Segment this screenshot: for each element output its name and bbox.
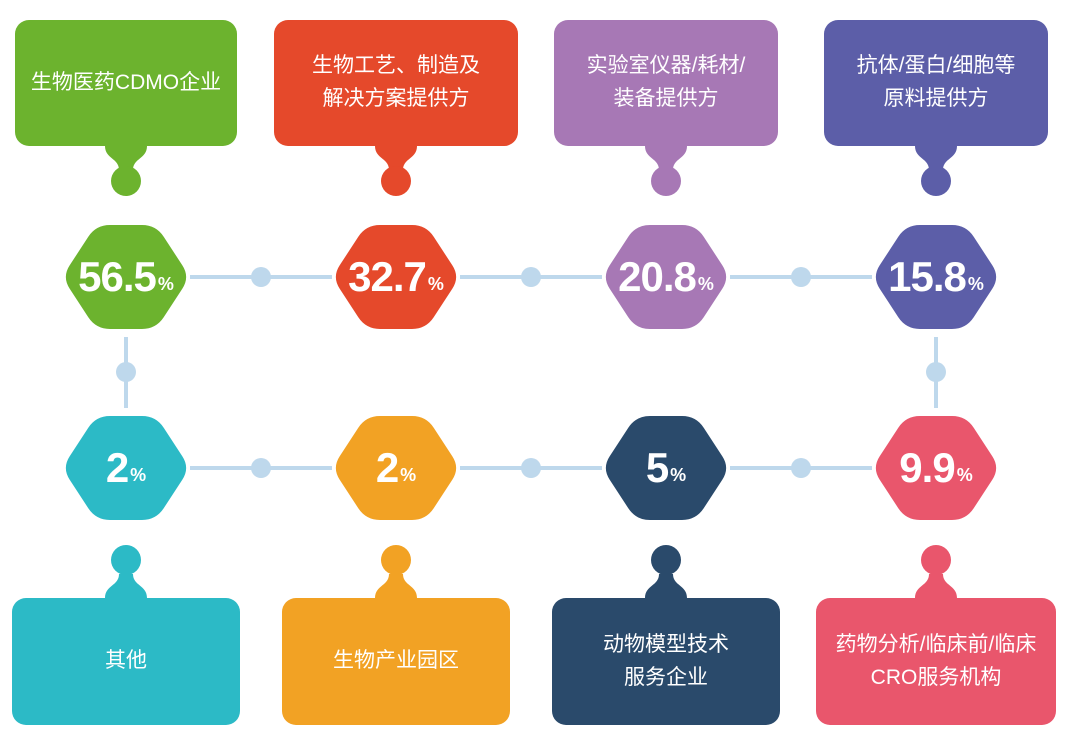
percentage-value: 2 <box>375 444 399 491</box>
connector-dot <box>926 362 946 382</box>
category-label-line: CRO服务机构 <box>870 665 1002 689</box>
connector-dot <box>251 267 271 287</box>
value-hexagon: 2% <box>62 408 190 528</box>
category-bubble-animal-model: 动物模型技术 服务企业 <box>552 598 780 725</box>
percentage-value: 9.9 <box>899 444 955 491</box>
category-label-line: 实验室仪器/耗材/ <box>586 54 746 78</box>
bubble-tail-down-icon <box>375 146 417 196</box>
category-label-line: 生物医药CDMO企业 <box>30 70 222 94</box>
value-hexagon: 9.9% <box>872 408 1000 528</box>
category-label-line: 服务企业 <box>624 665 708 689</box>
percentage-value: 56.5 <box>78 253 157 300</box>
connector-dot <box>791 267 811 287</box>
percentage-value: 5 <box>645 444 669 491</box>
percent-sign: % <box>697 273 714 294</box>
category-label-line: 生物产业园区 <box>333 649 459 673</box>
bubble-tail-up-icon <box>645 545 687 598</box>
category-bubble-bioprocess: 生物工艺、制造及 解决方案提供方 <box>274 20 518 146</box>
category-bubble-bioindustry-park: 生物产业园区 <box>282 598 510 725</box>
percentage-value: 20.8 <box>618 253 697 300</box>
percent-sign: % <box>967 273 984 294</box>
percent-sign: % <box>956 464 973 485</box>
bubble-tail-up-icon <box>915 545 957 598</box>
connector-dot <box>521 267 541 287</box>
category-label-line: 生物工艺、制造及 <box>312 54 480 78</box>
bubble-tail-up-icon <box>105 545 147 598</box>
percent-sign: % <box>670 464 687 485</box>
category-label-line: 抗体/蛋白/细胞等 <box>856 54 1016 78</box>
category-bubble-cdmo: 生物医药CDMO企业 <box>15 20 237 146</box>
value-hexagon: 20.8% <box>602 217 730 337</box>
category-bubble-other: 其他 <box>12 598 240 725</box>
bubble-tail-down-icon <box>915 146 957 196</box>
category-bubble-lab-equipment: 实验室仪器/耗材/ 装备提供方 <box>554 20 778 146</box>
bubble-tail-down-icon <box>105 146 147 196</box>
value-hexagon: 15.8% <box>872 217 1000 337</box>
category-label-line: 原料提供方 <box>883 87 989 110</box>
category-bubble-cro-services: 药物分析/临床前/临床 CRO服务机构 <box>816 598 1056 725</box>
value-hexagon: 5% <box>602 408 730 528</box>
category-label-line: 装备提供方 <box>613 87 719 110</box>
percent-sign: % <box>400 464 417 485</box>
category-label-line: 解决方案提供方 <box>322 87 470 110</box>
connector-dot <box>791 458 811 478</box>
percent-sign: % <box>427 273 444 294</box>
percentage-value: 15.8 <box>888 253 967 300</box>
category-label-line: 动物模型技术 <box>603 632 729 656</box>
category-label-line: 其他 <box>105 649 147 673</box>
percent-sign: % <box>130 464 147 485</box>
value-hexagon: 56.5% <box>62 217 190 337</box>
bubble-tail-down-icon <box>645 146 687 196</box>
connector-dot <box>251 458 271 478</box>
category-label-line: 药物分析/临床前/临床 <box>835 632 1037 656</box>
value-hexagon: 2% <box>332 408 460 528</box>
percentage-value: 32.7 <box>348 253 427 300</box>
percentage-value: 2 <box>105 444 129 491</box>
category-bubble-raw-materials: 抗体/蛋白/细胞等 原料提供方 <box>824 20 1048 146</box>
connector-dot <box>116 362 136 382</box>
connector-dot <box>521 458 541 478</box>
bubble-tail-up-icon <box>375 545 417 598</box>
value-hexagon: 32.7% <box>332 217 460 337</box>
percent-sign: % <box>157 273 174 294</box>
